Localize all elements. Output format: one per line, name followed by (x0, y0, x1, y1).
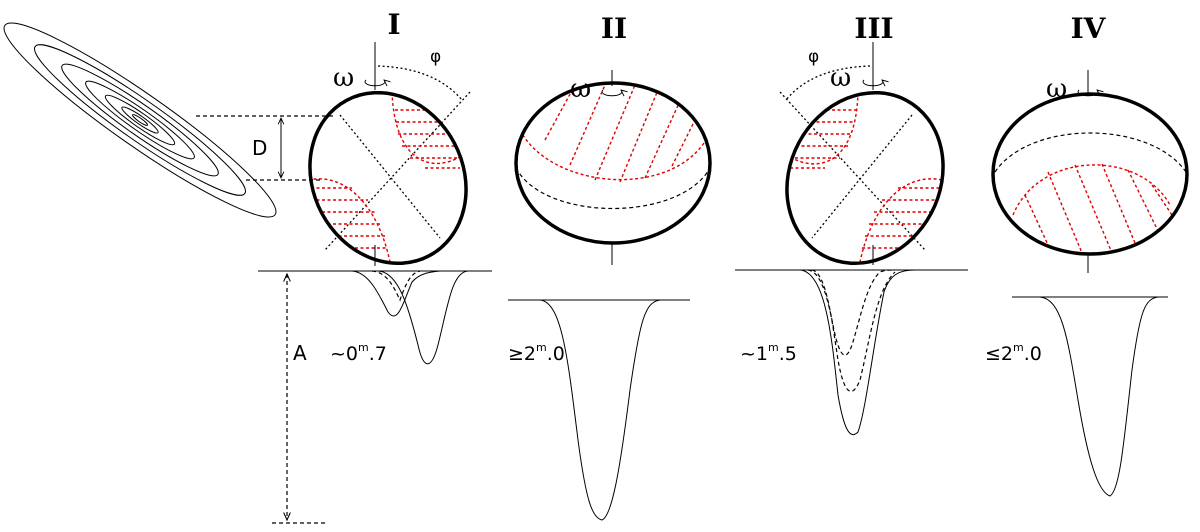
panel-3-amplitude: ~1m.5 (740, 341, 797, 365)
panel-1-light-curve-b (371, 270, 421, 302)
a-dimension: A (272, 274, 326, 524)
d-dimension: D (196, 115, 335, 181)
panel-4-label: IV (1071, 12, 1107, 45)
panel-1-label: I (387, 8, 400, 41)
panel-2-terminator (515, 167, 711, 209)
panel-3: III ω φ ~1m.5 (735, 12, 968, 436)
panel-1: I ω φ ~0m.7 (258, 8, 492, 365)
panel-3-rotation-arrow-icon (862, 80, 883, 86)
panel-3-omega: ω (830, 63, 851, 93)
panel-1-phi: φ (430, 47, 441, 67)
panel-2: II ω ≥2m.0 (508, 12, 712, 521)
panel-2-light-curve (539, 299, 661, 521)
panel-1-light-curve-a (351, 270, 441, 317)
panel-3-terminator (811, 114, 913, 239)
panel-2-rotation-arrow-icon (601, 90, 622, 96)
panel-2-amplitude: ≥2m.0 (508, 341, 565, 365)
panel-1-tilt-axis (324, 91, 471, 251)
contour-ellipses (3, 22, 277, 218)
panel-1-light-curve-c (377, 270, 469, 365)
panel-3-tilt-axis (779, 91, 926, 251)
panel-4-terminator (994, 132, 1187, 173)
panel-2-label: II (601, 12, 627, 45)
panel-3-star-ellipse (785, 90, 945, 266)
panel-1-star-ellipse (308, 90, 468, 266)
panel-2-star-ellipse (514, 81, 712, 245)
a-label: A (293, 341, 307, 365)
panel-2-spot (519, 84, 707, 183)
panel-4-spot (1012, 163, 1183, 254)
panel-3-tilt-angle-arc (785, 65, 871, 101)
panel-1-omega: ω (333, 63, 354, 93)
panel-1-amplitude: ~0m.7 (330, 341, 387, 365)
panel-3-light-curve-c (799, 269, 916, 436)
d-label: D (252, 136, 267, 160)
panel-3-light-curve-a (807, 269, 896, 356)
panel-1-terminator (339, 114, 441, 239)
panel-1-tilt-angle-arc (377, 65, 463, 101)
panel-3-spots (779, 91, 950, 263)
panel-4: IV ω ≤2m.0 (985, 12, 1189, 497)
panel-4-amplitude: ≤2m.0 (985, 341, 1042, 365)
panel-1-rotation-arrow-icon (364, 80, 385, 86)
panel-3-phi: φ (808, 47, 819, 67)
panel-4-light-curve (1039, 296, 1159, 497)
panel-3-light-curve-b (811, 269, 896, 392)
panel-3-label: III (854, 12, 893, 45)
panel-4-star-ellipse (991, 92, 1189, 256)
